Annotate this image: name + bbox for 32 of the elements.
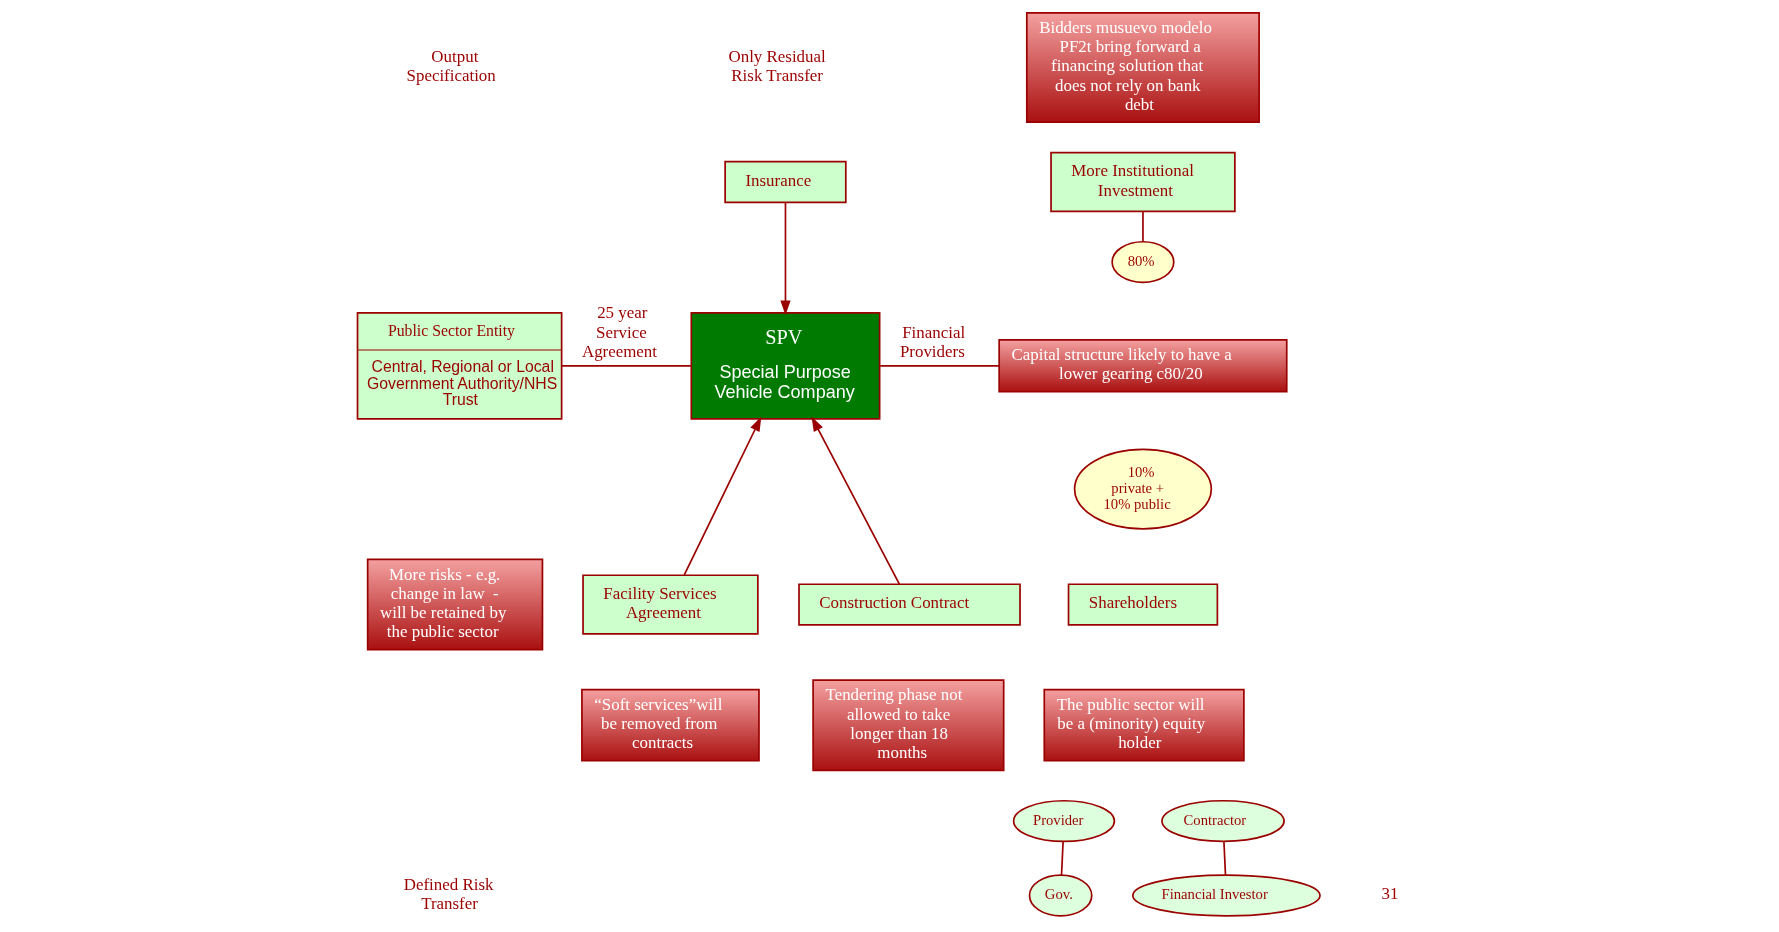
node-box: More risks - e.g. change in law - will be retained by the public sector [366,558,544,651]
node-ellipse: Gov. [1028,874,1093,917]
node-box: Construction Contract [798,583,1021,626]
edge-label: Financial Providers [899,322,966,361]
connector [1060,840,1064,876]
label: Only Residual Risk Transfer [728,46,826,86]
edge-label: 25 year Service Agreement [581,303,658,361]
node-box: Bidders musuevo modelo PF2t bring forward a financing solution that does not rely on bank debt [1025,12,1260,124]
node-box: “Soft services”will be removed from contracts [581,688,760,762]
connector [1223,840,1227,876]
node-box: SPV Special Purpose Vehicle Company [690,311,881,420]
node-ellipse: Financial Investor [1131,874,1321,917]
node-ellipse: 80% [1111,240,1175,284]
node-ellipse: 10% private + 10% public [1073,448,1213,530]
node-box: Shareholders [1067,583,1219,626]
node-box: More Institutional Investment [1050,151,1236,213]
arrow [811,416,901,585]
label: 31 [1381,884,1399,904]
arrow [683,416,762,576]
connector [879,364,1000,367]
node-box: Capital structure likely to have a lower gearing c80/20 [998,339,1288,393]
node-box: The public sector will be a (minority) equity holder [1043,688,1245,762]
node-ellipse: Contractor [1161,799,1285,843]
connector [1142,210,1144,243]
node-ellipse: Provider [1012,799,1116,843]
label: Output Specification [406,46,496,86]
connector [560,364,692,367]
node-box: Tendering phase not allowed to take longer than 18 months [812,679,1005,772]
label: Defined Risk Transfer [403,874,494,914]
node-box: Facility Services Agreement [582,574,759,635]
node-box: Insurance [724,160,847,204]
arrow [780,201,791,316]
